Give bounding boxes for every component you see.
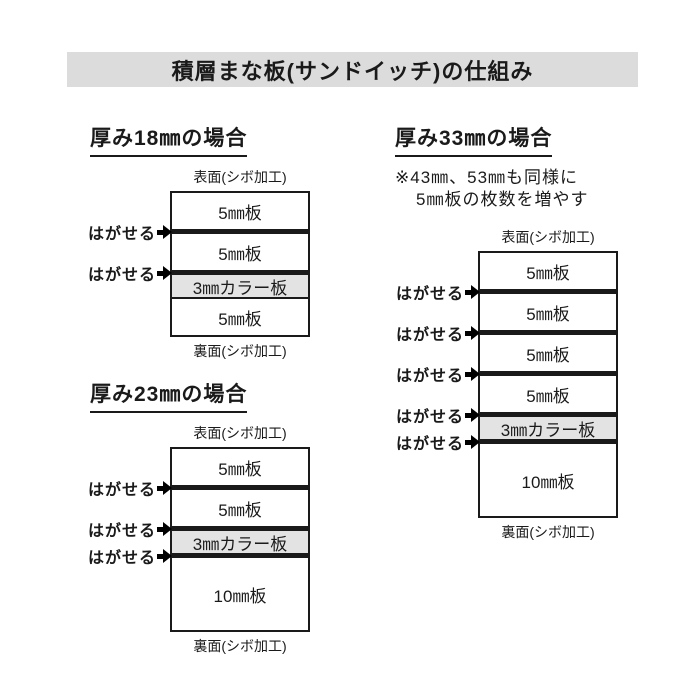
peel-text: はがせる: [87, 482, 156, 499]
diagram-heading: 厚み33㎜の場合: [395, 122, 553, 157]
back-label: 裏面(シボ加工): [193, 638, 287, 654]
layer-board: 5㎜板: [172, 297, 308, 335]
arrow-right-icon: [465, 435, 480, 449]
peel-label: はがせる: [396, 321, 480, 345]
title-bar: 積層まな板(サンドイッチ)の仕組み: [67, 52, 638, 87]
layer-board: 5㎜板: [480, 330, 616, 371]
peel-label: はがせる: [396, 430, 480, 454]
layer-color-board: 3㎜カラー板: [172, 526, 308, 554]
peel-text: はがせる: [87, 267, 156, 284]
note-line: 5㎜板の枚数を増やす: [416, 190, 589, 209]
back-label: 裏面(シボ加工): [501, 524, 595, 540]
layer-board: 5㎜板: [172, 449, 308, 485]
peel-label: はがせる: [88, 220, 172, 244]
diagram-33mm: 厚み33㎜の場合 ※43㎜、53㎜も同様に 5㎜板の枚数を増やす 表面(シボ加工…: [395, 122, 618, 542]
layer-color-board: 3㎜カラー板: [172, 270, 308, 298]
peel-label: はがせる: [88, 544, 172, 568]
peel-label: はがせる: [88, 517, 172, 541]
peel-text: はがせる: [395, 409, 464, 426]
arrow-right-icon: [157, 481, 172, 495]
peel-label: はがせる: [396, 362, 480, 386]
back-label: 裏面(シボ加工): [193, 343, 287, 359]
arrow-right-icon: [465, 408, 480, 422]
peel-text: はがせる: [395, 327, 464, 344]
note: ※43㎜、53㎜も同様に 5㎜板の枚数を増やす: [395, 167, 618, 211]
peel-label: はがせる: [88, 476, 172, 500]
surface-label: 表面(シボ加工): [193, 169, 287, 185]
layer-board: 5㎜板: [480, 253, 616, 289]
peel-text: はがせる: [87, 523, 156, 540]
layer-board: 5㎜板: [480, 289, 616, 330]
arrow-right-icon: [157, 225, 172, 239]
layer-board: 5㎜板: [172, 193, 308, 229]
arrow-right-icon: [465, 326, 480, 340]
peel-text: はがせる: [395, 368, 464, 385]
arrow-right-icon: [465, 285, 480, 299]
page-title: 積層まな板(サンドイッチ)の仕組み: [171, 58, 534, 84]
diagram-heading: 厚み18㎜の場合: [90, 122, 248, 157]
layer-color-board: 3㎜カラー板: [480, 412, 616, 440]
layer-board: 5㎜板: [480, 371, 616, 412]
diagram-heading: 厚み23㎜の場合: [90, 378, 248, 413]
layer-board: 5㎜板: [172, 229, 308, 270]
note-line: ※43㎜、53㎜も同様に: [395, 168, 579, 187]
peel-text: はがせる: [87, 226, 156, 243]
peel-label: はがせる: [396, 280, 480, 304]
arrow-right-icon: [157, 522, 172, 536]
layer-board: 10㎜板: [480, 439, 616, 516]
peel-label: はがせる: [88, 261, 172, 285]
peel-text: はがせる: [395, 436, 464, 453]
arrow-right-icon: [157, 549, 172, 563]
peel-text: はがせる: [87, 550, 156, 567]
layer-board: 10㎜板: [172, 553, 308, 630]
peel-text: はがせる: [395, 286, 464, 303]
surface-label: 表面(シボ加工): [193, 425, 287, 441]
arrow-right-icon: [465, 367, 480, 381]
surface-label: 表面(シボ加工): [501, 229, 595, 245]
layer-board: 5㎜板: [172, 485, 308, 526]
arrow-right-icon: [157, 266, 172, 280]
peel-label: はがせる: [396, 403, 480, 427]
